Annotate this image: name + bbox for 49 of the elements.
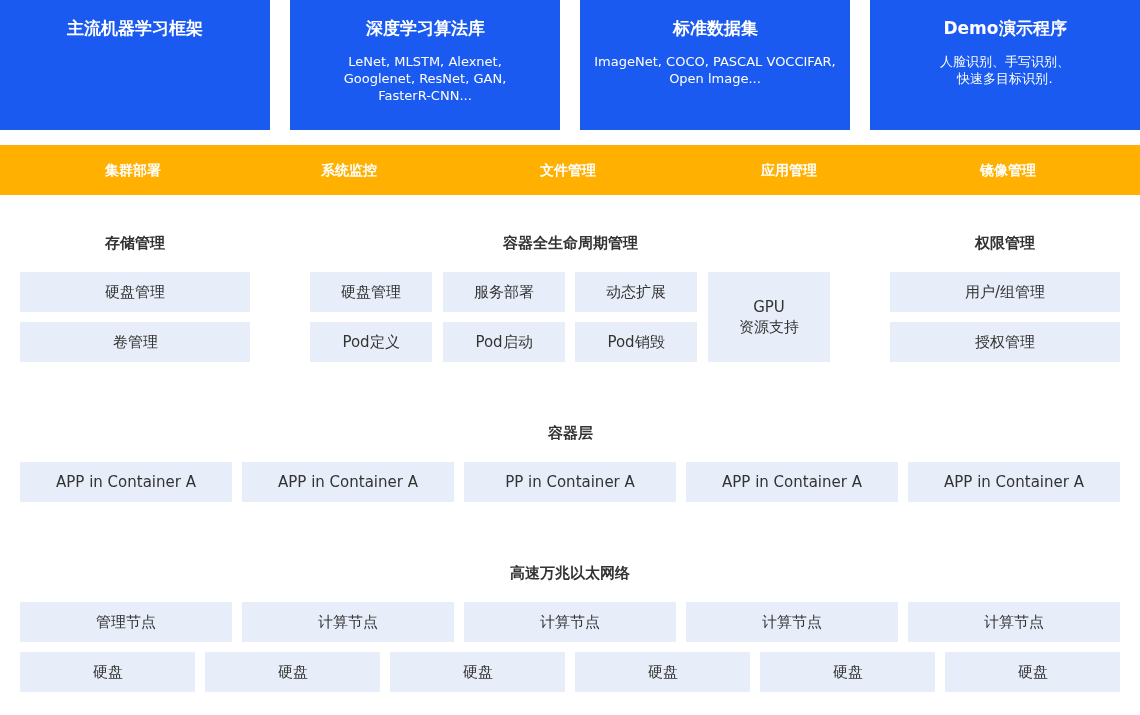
card-heading: 主流机器学习框架 xyxy=(66,17,204,39)
card-heading: Demo演示程序 xyxy=(942,17,1068,39)
module-box: 硬盘管理 xyxy=(20,272,250,312)
band-label: 集群部署 xyxy=(105,161,161,180)
card-description: 人脸识别、手写识别、快速多目标识别. xyxy=(939,53,1071,87)
band-label: 应用管理 xyxy=(761,161,817,180)
module-box: Pod定义 xyxy=(310,322,432,362)
module-box: APP in Container A xyxy=(908,462,1120,502)
category-card xyxy=(870,0,1140,130)
band-label: 镜像管理 xyxy=(980,161,1036,180)
card-description: ImageNet, COCO, PASCAL VOCCIFAR, Open lmage... xyxy=(593,53,837,87)
module-box: APP in Container A xyxy=(20,462,232,502)
card-description: LeNet, MLSTM, Alexnet, Googlenet, ResNet, GAN, FasterR-CNN... xyxy=(342,53,508,104)
module-box: 计算节点 xyxy=(242,602,454,642)
module-box: 动态扩展 xyxy=(575,272,697,312)
band-label: 文件管理 xyxy=(540,161,596,180)
module-box: 硬盘 xyxy=(390,652,565,692)
feature-band xyxy=(0,145,1140,195)
module-box: 卷管理 xyxy=(20,322,250,362)
module-box: 计算节点 xyxy=(908,602,1120,642)
module-box: 服务部署 xyxy=(443,272,565,312)
module-box: 授权管理 xyxy=(890,322,1120,362)
module-box: Pod销毁 xyxy=(575,322,697,362)
card-heading: 标准数据集 xyxy=(671,17,759,39)
module-box: Pod启动 xyxy=(443,322,565,362)
section-heading: 存储管理 xyxy=(105,233,165,253)
module-box: APP in Container A xyxy=(686,462,898,502)
module-box: 用户/组管理 xyxy=(890,272,1120,312)
module-box: 硬盘 xyxy=(205,652,380,692)
module-box: GPU 资源支持 xyxy=(708,272,830,362)
band-label: 系统监控 xyxy=(321,161,377,180)
module-box: 硬盘 xyxy=(945,652,1120,692)
module-box: 硬盘管理 xyxy=(310,272,432,312)
section-heading: 权限管理 xyxy=(975,233,1035,253)
module-box: 硬盘 xyxy=(575,652,750,692)
category-card xyxy=(0,0,270,130)
module-box: PP in Container A xyxy=(464,462,676,502)
module-box: 管理节点 xyxy=(20,602,232,642)
category-card xyxy=(290,0,560,130)
module-box: 硬盘 xyxy=(20,652,195,692)
module-box: 计算节点 xyxy=(464,602,676,642)
section-heading: 容器层 xyxy=(547,423,593,443)
section-heading: 容器全生命周期管理 xyxy=(502,233,638,253)
section-heading: 高速万兆以太网络 xyxy=(510,563,630,583)
category-card xyxy=(580,0,850,130)
card-heading: 深度学习算法库 xyxy=(364,17,486,39)
module-box: APP in Container A xyxy=(242,462,454,502)
module-box: 硬盘 xyxy=(760,652,935,692)
module-box: 计算节点 xyxy=(686,602,898,642)
